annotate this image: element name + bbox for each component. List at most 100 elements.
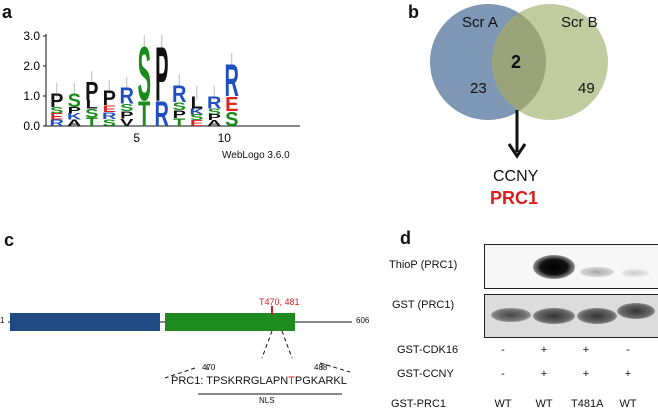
logo-letter: P [208,113,221,122]
logo-letter: E [103,104,116,114]
protein-domain-1 [10,313,160,331]
sequence-site-residue: T [288,375,295,387]
logo-letter: S [138,31,151,117]
condition-label: GST-PRC1 [391,398,447,410]
zoom-end-label: 488 [314,363,328,372]
logo-letter: P [85,76,98,105]
nls-label: NLS [259,396,275,405]
logo-letter: R [225,56,239,106]
gst-band-lane3 [577,308,617,324]
logo-letter: T [138,95,151,134]
condition-value: WT [619,398,637,410]
logo-letter: S [85,107,98,120]
blot-row-label-gst: GST (PRC1) [392,299,455,311]
logo-letter: S [120,103,133,114]
logo-letter: R [207,93,222,113]
protein-end-label: 606 [356,316,370,325]
hit-gene-prc1: PRC1 [490,188,539,208]
condition-value: + [624,368,632,380]
sequence-prefix: PRC1: TPSKRRGLAPN [171,375,289,387]
logo-letter: P [120,110,134,121]
gst-band-lane4 [617,303,655,319]
protein-domain-2 [165,313,295,331]
logo-letter: R [50,119,64,129]
condition-value: + [582,344,590,356]
logo-letter: E [225,94,238,116]
logo-x-tick: 5 [133,131,140,145]
venn-right-label: Scr B [561,14,598,31]
logo-y-tick: 3.0 [23,29,40,43]
logo-letter: S [225,109,238,131]
logo-letter: P [155,31,168,117]
gst-band-lane2 [533,308,575,324]
logo-letter: L [191,93,203,113]
thiop-band-lane4 [621,269,649,277]
phospho-site-label: T470, 481 [259,297,300,307]
venn-right-count: 49 [578,80,595,97]
panel-label-d: d [400,228,411,248]
logo-letter: P [50,90,63,112]
blot-gst [484,294,658,338]
gst-band-lane1 [491,308,531,322]
logo-letter: L [86,99,98,112]
logo-letter: P [103,87,116,111]
logo-letter: E [190,119,203,128]
logo-letter: K [67,112,81,122]
logo-letter: S [208,108,221,117]
thiop-band-lane2 [533,255,575,279]
protein-schematic [8,306,352,395]
condition-label: GST-CDK16 [397,344,459,356]
panel-label-c: c [4,230,15,250]
condition-value: T481A [571,398,604,410]
logo-letter: S [173,100,187,112]
venn-diagram [430,4,608,120]
blot-thiop [484,244,658,289]
hit-gene-ccny: CCNY [493,168,539,185]
venn-overlap-count: 2 [511,52,522,72]
logo-letter: T [173,116,185,128]
logo-letter: A [207,119,221,128]
logo-letter: T [86,116,98,129]
logo-letter: S [103,118,116,128]
logo-letter: R [172,80,186,107]
logo-y-tick: 0.0 [23,119,40,133]
logo-letter: E [50,112,63,122]
condition-value: + [540,344,548,356]
logo-y-tick: 2.0 [23,59,40,73]
logo-y-tick: 1.0 [23,89,40,103]
zoom-start-label: 470 [202,363,216,372]
condition-label: GST-CCNY [397,368,454,380]
venn-overlap [492,13,546,111]
protein-start-label: 1 [0,316,5,325]
blot-row-label-thiop: ThioP (PRC1) [389,259,458,271]
logo-letter: S [68,90,81,112]
condition-value: + [582,368,590,380]
condition-value: - [626,344,630,356]
sequence-suffix: PGKARKL [294,375,347,387]
logo-letter: R [155,95,169,134]
logo-letter: R [102,111,116,121]
logo-letter: K [190,108,204,117]
logo-letter: V [120,118,134,129]
condition-value: - [501,344,505,356]
thiop-band-lane3 [580,267,614,277]
logo-letter: A [67,119,81,129]
condition-value: WT [494,398,512,410]
logo-x-tick: 10 [218,131,232,145]
condition-value: WT [535,398,553,410]
logo-letter: R [120,83,135,108]
venn-left-label: Scr A [462,14,498,31]
weblogo-caption: WebLogo 3.6.0 [222,150,290,161]
condition-value: - [501,368,505,380]
logo-letter: S [190,113,203,122]
logo-letter: P [68,106,81,116]
panel-label-a: a [2,2,13,22]
venn-left-count: 23 [470,80,487,97]
logo-letter: P [173,108,187,120]
logo-letter: S [50,106,63,116]
down-arrow-icon [507,110,527,159]
panel-label-b: b [408,2,419,22]
condition-value: + [540,368,548,380]
prc1-sequence: PRC1: TPSKRRGLAPNTPGKARKL [171,375,347,387]
